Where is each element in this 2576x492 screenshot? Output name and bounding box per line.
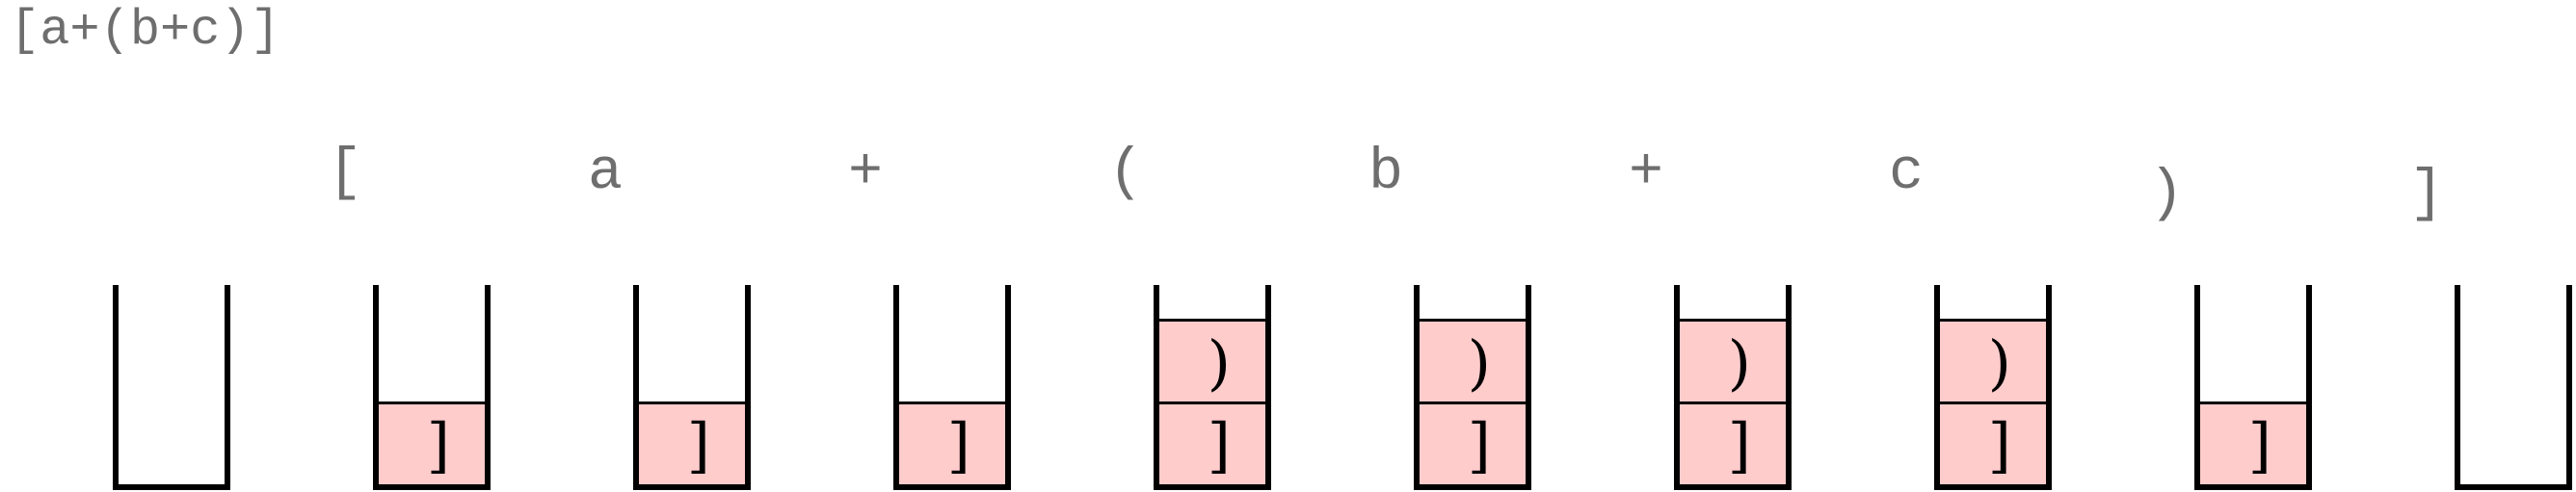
input-token: a [587,141,623,206]
stack-floor [1414,484,1531,490]
input-token: ] [2408,162,2444,227]
stack-state: ] [633,285,751,490]
stack-cell: ) [1159,319,1265,401]
stack-floor [633,484,751,490]
stack-wall-right [1265,285,1271,490]
stack-state: ] [2194,285,2312,490]
stack-state: ]) [1154,285,1271,490]
stack-wall-left [2194,285,2200,490]
input-token: + [1628,141,1663,206]
stack-cell-symbol: ] [946,410,970,480]
stack-wall-left [113,285,119,490]
stack-wall-left [633,285,639,490]
stack-cell: ) [1420,319,1526,401]
stack-cell: ) [1940,319,2046,401]
stack-state [113,285,230,490]
stack-wall-left [1674,285,1680,490]
stack-cell: ] [1420,401,1526,484]
stack-cell-symbol: ] [1987,410,2011,480]
stack-cell: ] [1680,401,1786,484]
stack-cell: ] [639,401,745,484]
stack-floor [113,484,230,490]
stack-cell: ] [899,401,1005,484]
stack-cell: ) [1680,319,1786,401]
stack-cell-symbol: ] [1467,410,1491,480]
stack-wall-left [893,285,899,490]
stack-cell-symbol: ) [1727,327,1751,398]
input-token: ) [2148,162,2184,227]
stack-cell-symbol: ] [1207,410,1231,480]
stack-wall-left [1154,285,1159,490]
stack-state: ]) [1414,285,1531,490]
stack-wall-right [1005,285,1011,490]
stack-cell-symbol: ] [686,410,710,480]
stack-floor [1934,484,2052,490]
stack-floor [1674,484,1792,490]
stack-floor [2194,484,2312,490]
stack-cell-symbol: ) [1207,327,1231,398]
stack-state: ]) [1674,285,1792,490]
stack-wall-right [485,285,491,490]
stack-wall-right [2306,285,2312,490]
stack-floor [1154,484,1271,490]
input-token: c [1888,141,1924,206]
stack-wall-right [225,285,230,490]
stack-wall-right [2566,285,2572,490]
stack-wall-left [373,285,379,490]
stack-wall-right [1526,285,1531,490]
stack-cell: ] [1159,401,1265,484]
stack-cell: ] [1940,401,2046,484]
stack-floor [893,484,1011,490]
stack-wall-left [1934,285,1940,490]
stack-state [2455,285,2572,490]
stack-cell-symbol: ] [2247,410,2271,480]
stack-floor [373,484,491,490]
input-token: ( [1107,141,1143,206]
stack-cell-symbol: ] [426,410,450,480]
stack-wall-left [2455,285,2460,490]
input-token: + [847,141,883,206]
stack-wall-right [1786,285,1792,490]
input-token: [ [327,141,362,206]
stack-cell-symbol: ) [1467,327,1491,398]
input-token: b [1368,141,1403,206]
stack-state: ] [373,285,491,490]
stack-wall-right [745,285,751,490]
stack-cell-symbol: ] [1727,410,1751,480]
stack-cell: ] [2200,401,2306,484]
stack-wall-right [2046,285,2052,490]
stack-state: ] [893,285,1011,490]
stack-wall-left [1414,285,1420,490]
stack-cell: ] [379,401,485,484]
stack-cell-symbol: ) [1987,327,2011,398]
expression-label: [a+(b+c)] [10,2,280,59]
stack-floor [2455,484,2572,490]
stack-state: ]) [1934,285,2052,490]
